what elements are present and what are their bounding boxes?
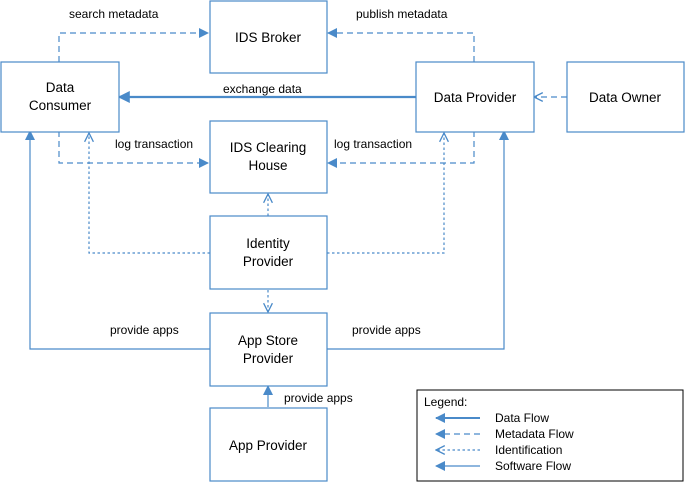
legend: Legend: Data Flow Metadata Flow Identifi… xyxy=(416,389,684,482)
publish-metadata-edge xyxy=(327,28,475,62)
app-store-label-line1: App Store xyxy=(238,333,298,348)
app-provider-node: App Provider xyxy=(209,407,328,482)
identity-provider-label-line2: Provider xyxy=(243,254,294,269)
data-provider-label: Data Provider xyxy=(434,90,517,105)
data-consumer-node: Data Consumer xyxy=(0,61,120,133)
data-consumer-label-line1: Data xyxy=(46,80,75,95)
legend-software-flow-label: Software Flow xyxy=(495,459,571,473)
clearing-house-node: IDS Clearing House xyxy=(209,120,328,194)
search-metadata-edge xyxy=(58,28,209,62)
legend-metadata-flow-label: Metadata Flow xyxy=(495,427,574,441)
ids-broker-label: IDS Broker xyxy=(235,30,302,45)
legend-title: Legend: xyxy=(424,395,467,409)
provide-apps-right-label: provide apps xyxy=(352,323,421,337)
publish-metadata-label: publish metadata xyxy=(356,7,448,21)
provide-apps-right-edge xyxy=(327,130,509,350)
provide-apps-left-label: provide apps xyxy=(110,323,179,337)
clearing-house-label-line2: House xyxy=(248,158,287,173)
identity-provider-label-line1: Identity xyxy=(246,236,290,251)
log-transaction-right-edge xyxy=(327,131,475,168)
provide-apps-left-edge xyxy=(25,130,210,350)
identity-to-consumer-edge xyxy=(89,133,210,254)
identity-provider-node: Identity Provider xyxy=(209,215,328,290)
log-transaction-left-edge xyxy=(58,131,209,168)
app-store-provider-node: App Store Provider xyxy=(209,312,328,387)
log-transaction-right-label: log transaction xyxy=(334,137,412,151)
app-provider-label: App Provider xyxy=(229,438,308,453)
data-consumer-label-line2: Consumer xyxy=(29,98,92,113)
clearing-house-label-line1: IDS Clearing xyxy=(230,140,307,155)
ids-broker-node: IDS Broker xyxy=(209,0,328,74)
legend-data-flow-label: Data Flow xyxy=(495,411,549,425)
provide-apps-bottom-label: provide apps xyxy=(284,391,353,405)
search-metadata-label: search metadata xyxy=(69,7,159,21)
data-provider-node: Data Provider xyxy=(415,61,535,133)
app-store-label-line2: Provider xyxy=(243,351,294,366)
identity-to-provider-edge xyxy=(327,133,444,254)
data-owner-node: Data Owner xyxy=(566,61,685,133)
data-owner-label: Data Owner xyxy=(589,90,662,105)
exchange-data-label: exchange data xyxy=(223,82,302,96)
legend-identification-label: Identification xyxy=(495,443,562,457)
log-transaction-left-label: log transaction xyxy=(115,137,193,151)
